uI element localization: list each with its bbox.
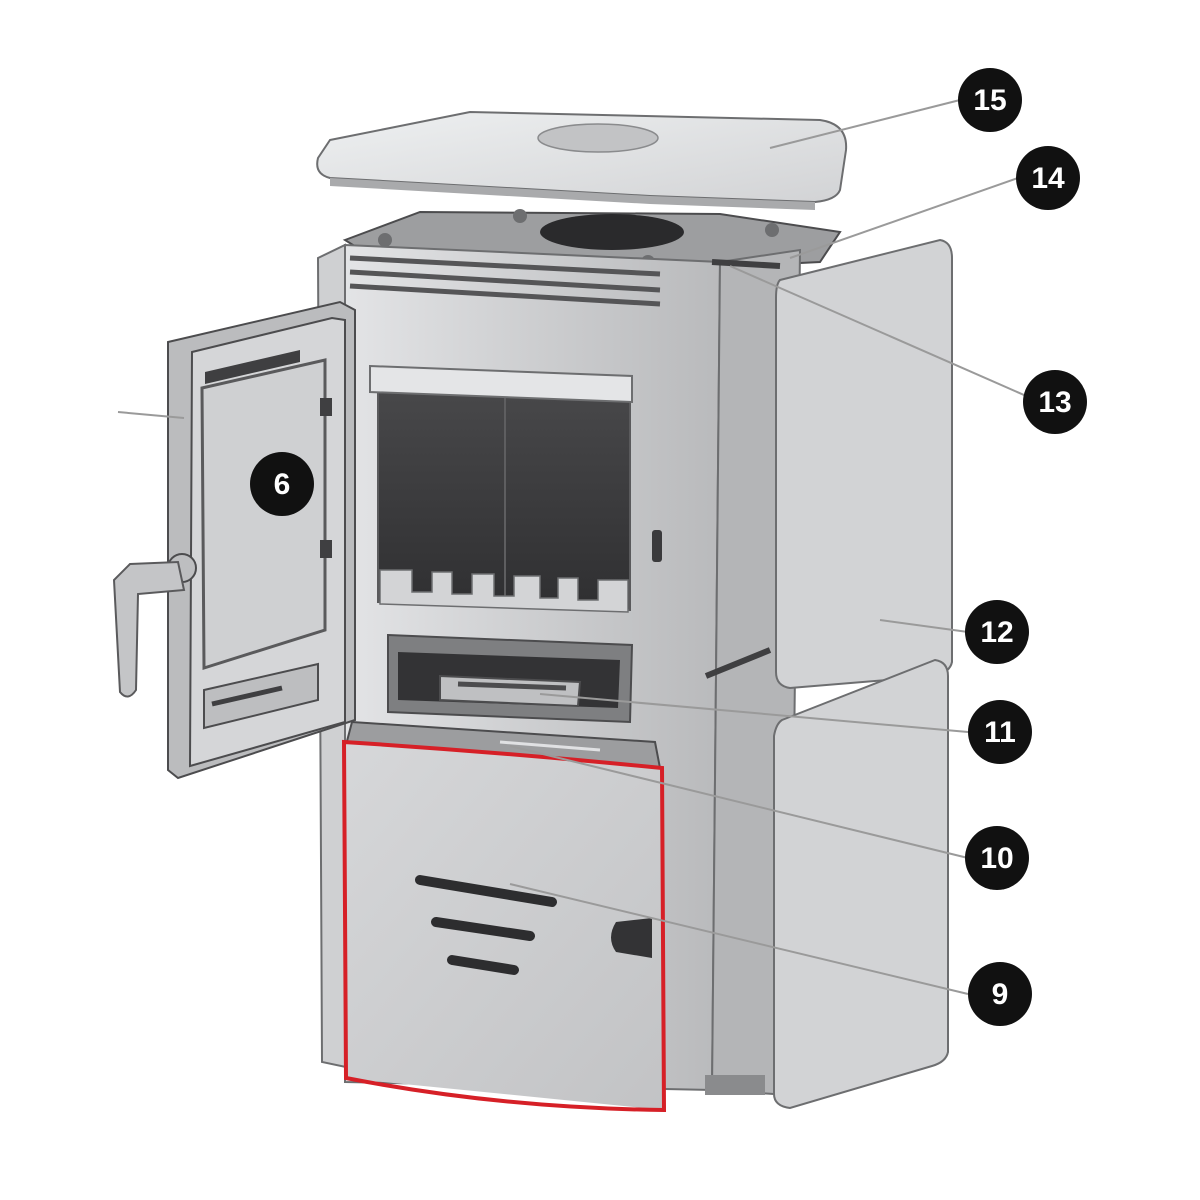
callout-14: 14 (1016, 146, 1080, 210)
top-stone-plate (316, 110, 848, 210)
highlight-outline (341, 739, 667, 1113)
callout-13: 13 (1023, 370, 1087, 434)
ash-pan (387, 633, 634, 724)
panel-bracket-rod (711, 259, 781, 269)
svg-text:6: 6 (274, 468, 291, 501)
callout-11: 11 (968, 700, 1032, 764)
side-panel-upper (775, 238, 953, 690)
side-panel-lower (773, 658, 949, 1110)
callout-12: 12 (965, 600, 1029, 664)
leader-lines (117, 99, 1041, 995)
svg-text:13: 13 (1038, 386, 1071, 419)
svg-text:11: 11 (984, 716, 1016, 749)
lower-front-panel (344, 742, 664, 1110)
svg-text:10: 10 (980, 842, 1013, 875)
panel-bracket-rod-lower (704, 647, 772, 679)
callout-10: 10 (965, 826, 1029, 890)
callout-9: 9 (968, 962, 1032, 1026)
fire-door (112, 300, 356, 780)
callout-6: 6 (250, 452, 314, 516)
svg-text:15: 15 (973, 84, 1006, 117)
callout-15: 15 (958, 68, 1022, 132)
firebox (369, 364, 662, 613)
svg-text:9: 9 (992, 978, 1009, 1011)
svg-text:12: 12 (980, 616, 1013, 649)
svg-text:14: 14 (1031, 162, 1065, 195)
